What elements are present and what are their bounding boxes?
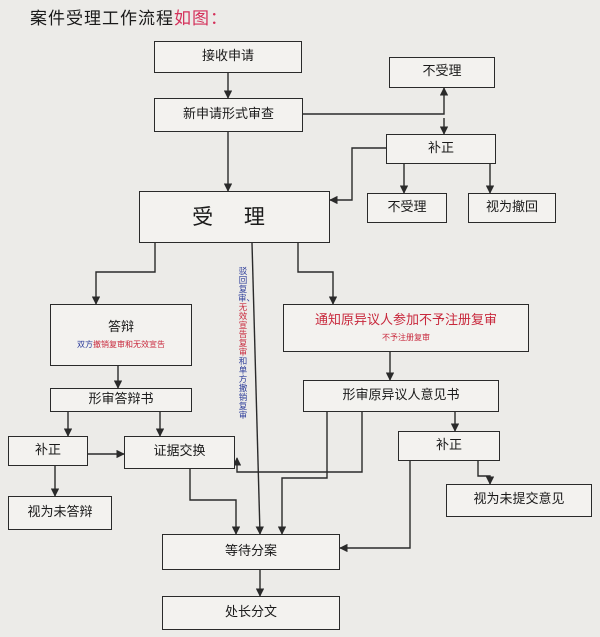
node-review-opinion: 形审原异议人意见书	[303, 380, 499, 412]
arrow-review-opinion-to-evidence	[232, 412, 363, 473]
node-division: 处长分文	[162, 596, 340, 630]
arrow-supplement-right-to-no-opinion	[477, 461, 495, 485]
node-supplement-right: 补正	[398, 431, 500, 461]
node-no-answer: 视为未答辩	[8, 496, 112, 530]
node-notify: 通知原异议人参加不予注册复审 不予注册复审	[283, 304, 529, 352]
arrow-accept-to-wait	[251, 242, 264, 535]
node-evidence: 证据交换	[124, 436, 235, 469]
node-wait: 等待分案	[162, 534, 340, 570]
node-accept: 受 理	[139, 191, 330, 243]
node-no-opinion: 视为未提交意见	[446, 484, 592, 517]
arrow-accept-to-answer	[91, 243, 156, 305]
node-reject-top: 不受理	[389, 57, 495, 88]
notify-subtitle: 不予注册复审	[382, 333, 430, 343]
page-title: 案件受理工作流程如图：	[30, 9, 228, 29]
answer-subtitle: 双方撤销复审和无效宣告	[77, 340, 165, 350]
node-supplement-top: 补正	[386, 134, 496, 164]
arrow-supplement-right-to-wait	[339, 461, 411, 553]
arrow-evidence-to-wait	[189, 469, 241, 535]
arrow-supplement-to-accept	[329, 147, 386, 205]
arrow-accept-to-notify	[297, 243, 338, 305]
node-withdraw: 视为撤回	[468, 193, 556, 223]
node-answer: 答辩 双方撤销复审和无效宣告	[50, 304, 192, 366]
arrow-review-opinion-to-wait	[277, 412, 328, 535]
node-form-review: 新申请形式审查	[154, 98, 303, 132]
node-supplement-left: 补正	[8, 436, 88, 466]
vertical-label-review-types: 驳回复审、无效宣告复审和单方撤销复审	[238, 267, 256, 421]
node-review-answer: 形审答辩书	[50, 388, 192, 412]
node-receive: 接收申请	[154, 41, 302, 73]
arrow-form-review-to-reject-top	[303, 87, 449, 115]
node-reject-mid: 不受理	[367, 193, 447, 223]
